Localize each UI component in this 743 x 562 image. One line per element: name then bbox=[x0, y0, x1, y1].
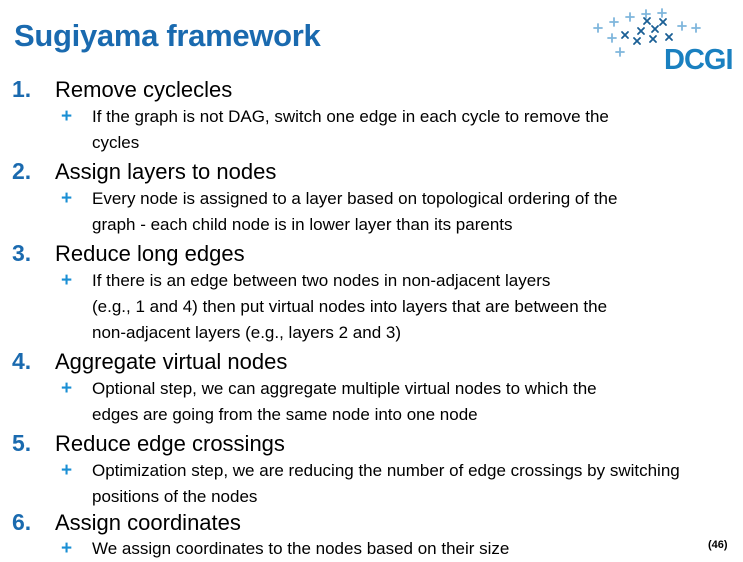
step-detail: Optional step, we can aggregate multiple… bbox=[92, 379, 597, 424]
plus-bullet-icon: + bbox=[61, 460, 73, 481]
step-heading: Assign layers to nodes bbox=[55, 159, 277, 184]
step-number: 5. bbox=[12, 430, 32, 456]
step-number: 3. bbox=[12, 240, 32, 266]
step-number: 6. bbox=[12, 509, 32, 535]
plus-bullet-icon: + bbox=[61, 188, 73, 209]
step-heading: Reduce edge crossings bbox=[55, 431, 285, 456]
dcgi-logo-icon bbox=[593, 8, 701, 57]
step-heading: Reduce long edges bbox=[55, 241, 245, 266]
step-detail: Optimization step, we are reducing the n… bbox=[92, 461, 680, 506]
step-detail: We assign coordinates to the nodes based… bbox=[92, 539, 510, 558]
step-number: 1. bbox=[12, 76, 32, 102]
slide-title: Sugiyama framework bbox=[14, 18, 321, 53]
page-number: (46) bbox=[708, 539, 728, 551]
step-detail: If the graph is not DAG, switch one edge… bbox=[92, 107, 609, 152]
plus-bullet-icon: + bbox=[61, 106, 73, 127]
step-detail: Every node is assigned to a layer based … bbox=[92, 189, 618, 234]
logo-text: DCGI bbox=[664, 44, 733, 76]
plus-bullet-icon: + bbox=[61, 538, 73, 559]
plus-bullet-icon: + bbox=[61, 270, 73, 291]
step-number: 4. bbox=[12, 348, 32, 374]
step-heading: Assign coordinates bbox=[55, 510, 241, 535]
plus-bullet-icon: + bbox=[61, 378, 73, 399]
step-heading: Aggregate virtual nodes bbox=[55, 349, 288, 374]
step-heading: Remove cyclecles bbox=[55, 77, 233, 102]
step-number: 2. bbox=[12, 158, 32, 184]
step-detail: If there is an edge between two nodes in… bbox=[92, 271, 608, 342]
